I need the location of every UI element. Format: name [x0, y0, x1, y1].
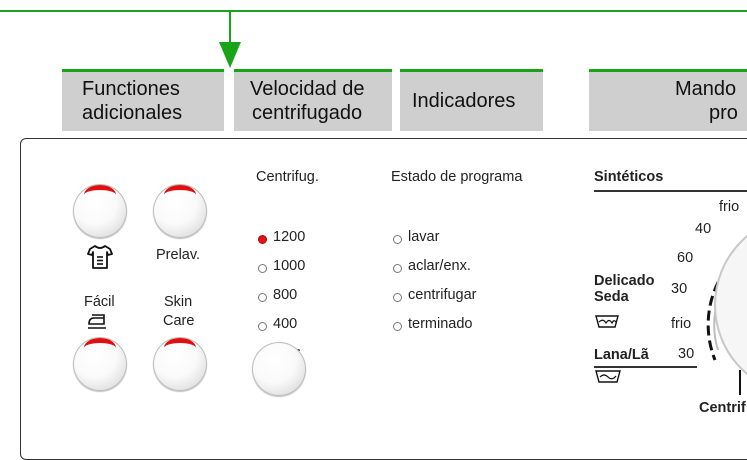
led-indicator [84, 185, 116, 195]
shirt-option-button[interactable] [73, 184, 127, 238]
status-terminado: terminado [408, 316, 473, 332]
led-indicator [84, 338, 116, 348]
status-led-centrifugar [393, 293, 402, 302]
status-led-lavar [393, 235, 402, 244]
program-selector-dial[interactable] [680, 210, 747, 400]
estado-programa-title: Estado de programa [391, 169, 523, 185]
header-indicadores-text: Indicadores [412, 90, 516, 112]
temp-30-delicado: 30 [671, 281, 688, 297]
temp-30-lana: 30 [678, 346, 695, 362]
speed-led-1000 [258, 264, 267, 273]
program-divider-lana [594, 366, 697, 368]
temp-frio-mid: frio [671, 316, 692, 332]
program-delicado: Delicado [594, 273, 655, 289]
program-seda: Seda [594, 289, 629, 305]
facil-button[interactable] [73, 337, 127, 391]
temp-frio-top: frio [719, 199, 740, 215]
status-centrifugar: centrifugar [408, 287, 477, 303]
header-indicadores: Indicadores [400, 69, 543, 131]
silk-wash-icon [595, 315, 619, 328]
speed-option-400: 400 [273, 316, 298, 332]
temp-40: 40 [695, 221, 712, 237]
status-led-terminado [393, 322, 402, 331]
prelav-label: Prelav. [156, 247, 201, 263]
header-mando-line2: pro [709, 102, 738, 124]
top-guide-line [0, 10, 747, 12]
led-indicator [164, 338, 196, 348]
header-velocidad-line1: Velocidad de [250, 78, 365, 100]
speed-led-800 [258, 293, 267, 302]
program-sinteticos: Sintéticos [594, 169, 664, 185]
program-lana: Lana/Lã [594, 347, 649, 363]
centrifug-title: Centrifug. [256, 169, 319, 185]
speed-led-400 [258, 322, 267, 331]
speed-option-1000: 1000 [273, 258, 306, 274]
header-funciones-adicionales: Functiones adicionales [62, 69, 224, 131]
status-lavar: lavar [408, 229, 440, 245]
led-indicator [164, 185, 196, 195]
skin-care-button[interactable] [153, 337, 207, 391]
pointer-arrow-stem [229, 11, 231, 43]
status-aclar: aclar/enx. [408, 258, 471, 274]
skin-care-label-line2: Care [163, 313, 195, 329]
header-velocidad-line2: centrifugado [252, 102, 363, 124]
pointer-arrow-icon [219, 42, 241, 68]
control-panel [20, 138, 747, 460]
facil-label: Fácil [84, 294, 115, 310]
header-mando-line1: Mando [675, 78, 737, 100]
speed-option-800: 800 [273, 287, 298, 303]
speed-option-1200: 1200 [273, 229, 306, 245]
spin-speed-button[interactable] [252, 342, 306, 396]
header-funciones-line1: Functiones [82, 78, 180, 100]
header-mando: Mando pro [589, 69, 747, 131]
speed-led-1200 [258, 235, 267, 244]
program-divider [594, 190, 747, 192]
skin-care-label-line1: Skin [164, 294, 193, 310]
prelav-button[interactable] [153, 184, 207, 238]
iron-icon [88, 314, 106, 329]
header-funciones-line2: adicionales [82, 102, 183, 124]
handwash-icon [595, 370, 621, 383]
centrifugado-label: Centrif [699, 400, 746, 416]
shirt-icon [87, 245, 113, 269]
status-led-aclar [393, 264, 402, 273]
header-velocidad-centrifugado: Velocidad de centrifugado [234, 69, 392, 131]
temp-60: 60 [677, 250, 694, 266]
